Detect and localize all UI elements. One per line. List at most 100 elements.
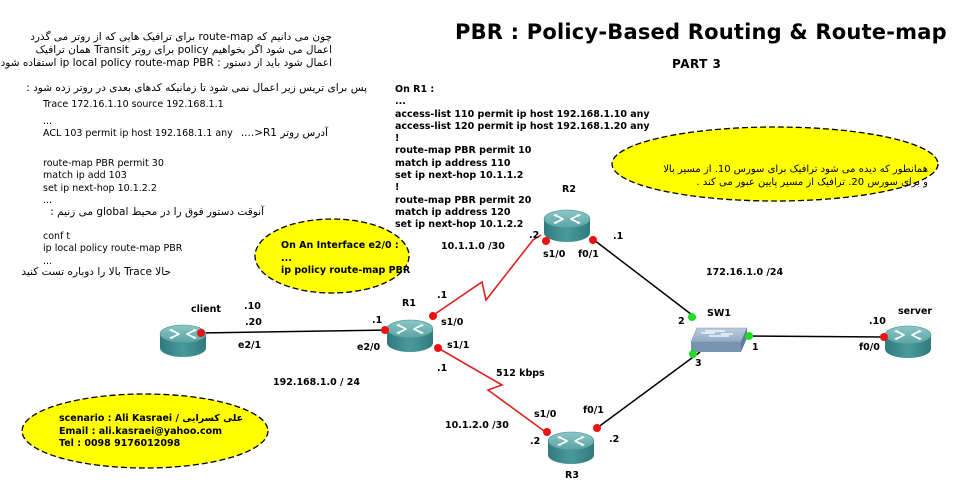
r1-config-line: match ip address 120 [395, 206, 511, 218]
r2-f01: f0/1 [578, 249, 599, 260]
conf-block: conf t ip local policy route-map PBR ... [43, 231, 182, 268]
r1-config-line: ! [395, 133, 400, 145]
ellipsis: ... [43, 116, 53, 127]
label-r1: R1 [402, 298, 416, 309]
link-r3-sw1 [596, 351, 701, 429]
label-server: server [898, 306, 933, 317]
route-map-line: set ip next-hop 10.1.2.2 [43, 182, 157, 194]
label-client: client [191, 304, 221, 315]
port-r3-f01 [593, 424, 601, 432]
r1-config-line: access-list 110 permit ip host 192.168.1… [395, 108, 650, 120]
acl-note: آدرس روتر R1<.... [240, 127, 328, 139]
callout-line: و برای سورس 20. ترافیک از مسیر پایین عبو… [696, 177, 928, 188]
client-ip-20: .20 [245, 317, 262, 328]
device-sw1[interactable] [690, 327, 748, 352]
r1-config-line: set ip next-hop 10.1.2.2 [395, 219, 524, 231]
device-r1[interactable] [386, 319, 434, 353]
acl-command: ACL 103 permit ip host 192.168.1.1 any [43, 128, 233, 139]
r1-s10-ip: .1 [437, 290, 448, 301]
intro-line: اعمال می شود اگر بخواهیم policy برای روت… [35, 44, 332, 56]
label-r2: R2 [562, 184, 576, 195]
intro-note: چون می دانیم که route-map برای ترافیک ها… [0, 31, 332, 70]
conf-line: conf t [43, 231, 71, 242]
r1-config: On R1 : ... access-list 110 permit ip ho… [395, 84, 650, 232]
route-map-line: ... [43, 194, 53, 206]
callout-author-bubble [21, 393, 269, 469]
r1-s11-ip: .1 [437, 363, 448, 374]
intro-line: چون می دانیم که route-map برای ترافیک ها… [30, 31, 332, 43]
port-sw1-p3 [689, 350, 697, 358]
sw1-port-3: 3 [695, 358, 702, 369]
intro-line: اعمال شود باید از دستور : ip local polic… [0, 57, 332, 69]
r3-s10-ip: .2 [530, 436, 541, 447]
r1-e20-ip: .1 [372, 315, 383, 326]
port-server-f00 [880, 333, 888, 341]
r2-f01-ip: .1 [613, 231, 624, 242]
r1-config-line: ! [395, 182, 400, 194]
port-r1-s11 [434, 344, 442, 352]
client-if: e2/1 [238, 340, 262, 351]
callout-result: همانطور که دیده می شود ترافیک برای سورس … [663, 163, 928, 189]
page-subtitle: PART 3 [672, 57, 722, 71]
author-email: Email : ali.kasraei@yahoo.com [59, 425, 223, 437]
ports [197, 236, 888, 436]
author-line: scenario : Ali Kasraei / علی کسرایی [59, 413, 244, 424]
r1-config-line: match ip address 110 [395, 157, 511, 169]
network-server-lan: 172.16.1.0 /24 [706, 267, 784, 278]
callout-interface: On An Interface e2/0 : ... ip policy rou… [281, 240, 410, 278]
r1-config-line: route-map PBR permit 10 [395, 145, 532, 157]
callout-line: همانطور که دیده می شود ترافیک برای سورس … [663, 164, 928, 175]
label-sw1: SW1 [707, 308, 731, 319]
client-ip-10: .10 [244, 301, 261, 312]
link-r1-r3-serial [437, 347, 547, 433]
r3-f01: f0/1 [583, 405, 604, 416]
page-title: PBR : Policy-Based Routing & Route-map [455, 20, 947, 44]
r1-s10: s1/0 [441, 317, 464, 328]
port-r1-e20 [381, 326, 389, 334]
network-serial-top: 10.1.1.0 /30 [441, 241, 505, 252]
r1-config-line: access-list 120 permit ip host 192.168.1… [395, 120, 650, 132]
trace-note: پس برای تریس زیر اعمال نمی شود تا زمانیک… [26, 82, 367, 94]
label-r3: R3 [565, 470, 579, 481]
r3-f01-ip: .2 [609, 434, 620, 445]
route-map-line: match ip add 103 [43, 170, 127, 182]
global-note: آنوقت دستور فوق را در محیط global می زنی… [50, 206, 264, 218]
port-client-e21 [197, 329, 205, 337]
server-if: f0/0 [859, 342, 880, 353]
sw1-port-1: 1 [752, 342, 759, 353]
route-map-block: route-map PBR permit 30 match ip add 103… [43, 158, 164, 207]
route-map-line: route-map PBR permit 30 [43, 158, 164, 169]
network-lan: 192.168.1.0 / 24 [273, 377, 361, 388]
port-r2-f01 [589, 236, 597, 244]
conf-line: ip local policy route-map PBR [43, 243, 183, 255]
port-r2-s10 [542, 237, 550, 245]
link-r1-r2-serial [431, 234, 542, 317]
callout-author: scenario : Ali Kasraei / علی کسرایی Emai… [59, 413, 243, 451]
sw1-port-2: 2 [678, 316, 685, 327]
device-r3[interactable] [547, 431, 595, 465]
port-sw1-p1 [745, 332, 753, 340]
r2-s10-ip: .2 [529, 230, 540, 241]
callout-line: ... [281, 252, 292, 264]
r1-config-header: On R1 : [395, 84, 435, 95]
callout-line: ip policy route-map PBR [281, 265, 411, 276]
device-server[interactable] [884, 325, 932, 359]
r1-config-line: route-map PBR permit 20 [395, 194, 532, 206]
callout-interface-bubble [254, 218, 410, 294]
callout-line: On An Interface e2/0 : [281, 240, 399, 251]
author-phone: Tel : 0098 9176012098 [59, 438, 181, 449]
port-r1-s10 [429, 312, 437, 320]
port-r3-s10 [543, 428, 551, 436]
links [199, 234, 885, 433]
r2-s10: s1/0 [543, 249, 566, 260]
port-sw1-p2 [688, 313, 696, 321]
r1-config-line: set ip next-hop 10.1.1.2 [395, 170, 524, 182]
link-r2-sw1 [593, 239, 697, 319]
network-serial-bottom: 10.1.2.0 /30 [445, 420, 509, 431]
r1-config-line: ... [395, 96, 406, 108]
trace-command: Trace 172.16.1.10 source 192.168.1.1 [43, 99, 224, 110]
retest-note: حالا Trace بالا را دوباره تست کنید [21, 266, 171, 278]
link-client-r1 [199, 329, 387, 334]
r1-e20: e2/0 [357, 342, 381, 353]
